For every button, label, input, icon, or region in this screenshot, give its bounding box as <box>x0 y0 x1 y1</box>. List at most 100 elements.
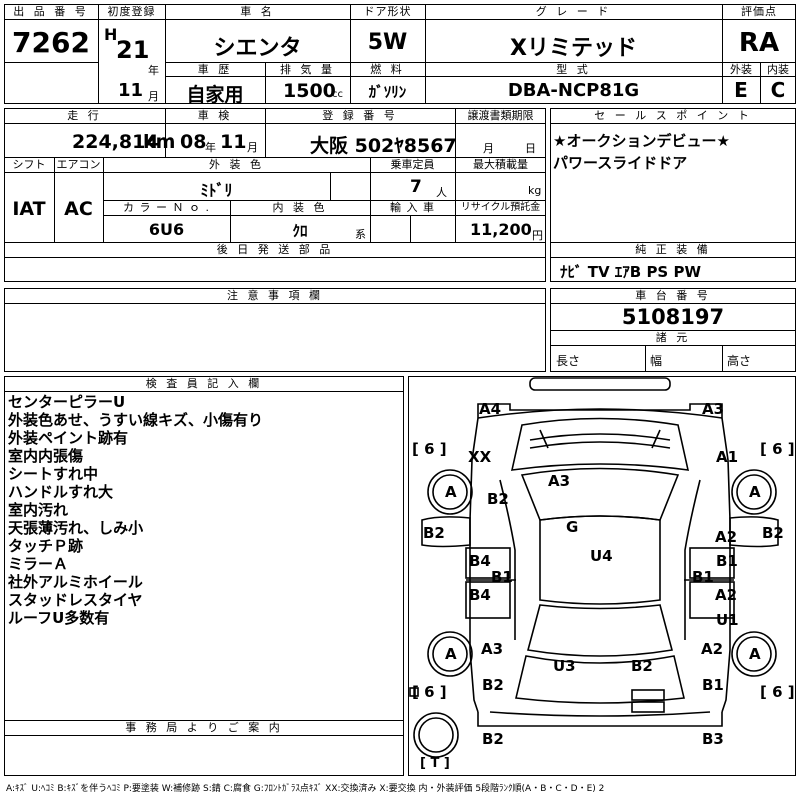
mark-u3: U3 <box>553 657 576 675</box>
mark-xx: XX <box>468 448 492 466</box>
mark-a-rear-right: A <box>749 645 761 663</box>
inspection-label: 車 検 <box>197 109 233 122</box>
equipment-label: 純 正 装 備 <box>635 243 711 256</box>
interior-color-label: 内 装 色 <box>272 201 328 214</box>
color-no: 6U6 <box>148 220 185 239</box>
shift-label: シフト <box>12 158 46 171</box>
score: RA <box>738 28 780 58</box>
interior: C <box>770 78 786 102</box>
first-reg-label: 初度登録 <box>107 5 156 18</box>
first-reg-year-unit: 年 <box>148 64 159 77</box>
max-load-unit: kg <box>528 184 542 197</box>
legend: A:ｷｽﾞ U:ﾍｺﾐ B:ｷｽﾞを伴うﾍｺﾐ P:要塗装 W:補修跡 S:錆 … <box>6 784 605 794</box>
model: DBA-NCP81G <box>507 80 640 101</box>
lot-no-label: 出 品 番 号 <box>13 5 89 18</box>
mark-b2-front-left: B2 <box>487 490 509 508</box>
mark-a2-right-1: A2 <box>715 528 738 546</box>
first-reg-month: 11 <box>118 80 144 101</box>
mark-u4: U4 <box>590 547 613 565</box>
color: ﾐﾄﾞﾘ <box>200 181 233 200</box>
first-reg-era: H <box>104 25 118 44</box>
inspector-note: シートすれ中 <box>8 465 99 483</box>
mark-b2-bottom-left: B2 <box>482 676 504 694</box>
mark-b1-bottom-right: B1 <box>702 676 724 694</box>
car-name-label: 車 名 <box>240 5 275 18</box>
mark-a2-rear-right: A2 <box>701 640 724 658</box>
transfer-month-unit: 月 <box>483 142 494 155</box>
door-label: ドア形状 <box>363 5 412 18</box>
mark-b2-bottom: B2 <box>482 730 504 748</box>
recycle-unit: 円 <box>532 229 543 242</box>
car-name: シエンタ <box>213 36 302 61</box>
exterior: E <box>734 78 748 102</box>
inspector-note: ルーフU多数有 <box>8 609 110 627</box>
capacity-label: 乗車定員 <box>390 158 435 171</box>
max-load-label: 最大積載量 <box>473 158 528 171</box>
door: 5W <box>367 30 408 55</box>
inspector-note: 外装色あせ、うすい線キズ、小傷有り <box>8 411 264 429</box>
plate-label: 登 録 番 号 <box>322 109 398 122</box>
mark-b2-rear: B2 <box>631 657 653 675</box>
displacement-unit: cc <box>332 89 343 100</box>
mark-b2-left-fender: B2 <box>423 524 445 542</box>
grade: Xリミテッド <box>510 36 637 61</box>
import-label: 輸 入 車 <box>390 201 435 214</box>
sales-point-line-1: ★オークションデビュー★ <box>553 132 730 150</box>
inspection-year: 08 <box>180 131 207 153</box>
inspector-note: 室内汚れ <box>8 501 69 519</box>
first-reg-month-unit: 月 <box>148 90 159 103</box>
ac: AC <box>64 198 93 220</box>
mark-g: G <box>566 518 579 536</box>
mark-t: [ T ] <box>420 756 450 771</box>
caution-label: 注 意 事 項 欄 <box>227 289 323 302</box>
grade-label: グ レ ー ド <box>535 5 612 18</box>
office-label: 事 務 局 よ り ご 案 内 <box>125 721 283 734</box>
transfer-day-unit: 日 <box>525 142 536 155</box>
sales-point-section <box>550 108 796 282</box>
mark-a4: A4 <box>479 400 502 418</box>
inspector-note: スタッドレスタイヤ <box>8 591 143 609</box>
inspector-label: 検 査 員 記 入 欄 <box>145 377 263 390</box>
inspector-note: タッチＰ跡 <box>8 537 84 555</box>
sales-point-line-2: パワースライドドア <box>553 154 688 172</box>
transfer-label: 譲渡書類期限 <box>467 109 534 122</box>
history-label: 車 歴 <box>197 63 233 76</box>
mark-a-front-right: A <box>749 483 761 501</box>
color-no-label: カ ラ ー Ｎ ｏ . <box>123 201 210 214</box>
exterior-label: 外装 <box>730 63 752 76</box>
vehicle-detail-section <box>4 108 546 282</box>
chassis-number: 5108197 <box>621 305 725 329</box>
interior-label: 内装 <box>767 63 789 76</box>
mark-b1-right-2: B1 <box>692 568 714 586</box>
mark-b1-left-1: B1 <box>491 568 513 586</box>
inspector-note: 外装ペイント跡有 <box>8 429 129 447</box>
history: 自家用 <box>186 84 244 106</box>
inspector-notes-section <box>4 376 404 776</box>
inspector-note: 社外アルミホイール <box>8 573 143 591</box>
mark-six-tl: [ 6 ] <box>412 440 447 458</box>
mark-a3-hood: A3 <box>548 472 571 490</box>
mark-b4-left-2: B4 <box>469 586 491 604</box>
ac-label: エアコン <box>56 158 101 171</box>
car-diagram-section <box>408 376 796 776</box>
mark-a-rear-left: A <box>445 645 457 663</box>
mark-six-tr: [ 6 ] <box>760 440 795 458</box>
recycle-label: リサイクル預託金 <box>460 202 541 213</box>
chassis-label: 車 台 番 号 <box>635 289 711 302</box>
color-label: 外 装 色 <box>209 158 264 171</box>
mileage-label: 走 行 <box>67 109 102 122</box>
inspection-month-unit: 月 <box>247 141 258 154</box>
caution-section <box>4 288 546 372</box>
capacity: 7 <box>410 177 422 197</box>
first-reg-year: 21 <box>116 36 150 64</box>
mark-b1-right-1: B1 <box>716 552 738 570</box>
width-label: 幅 <box>650 354 663 368</box>
mark-b3-bottom: B3 <box>702 730 724 748</box>
mark-a1-top: A1 <box>716 448 739 466</box>
mark-six-br: [ 6 ] <box>760 683 795 701</box>
inspector-note: ミラーＡ <box>8 555 69 573</box>
inspector-note: ハンドルすれ大 <box>8 483 114 501</box>
mark-b2-right-fender: B2 <box>762 524 784 542</box>
height-label: 高さ <box>727 354 752 368</box>
mark-a3-rear-left: A3 <box>481 640 504 658</box>
